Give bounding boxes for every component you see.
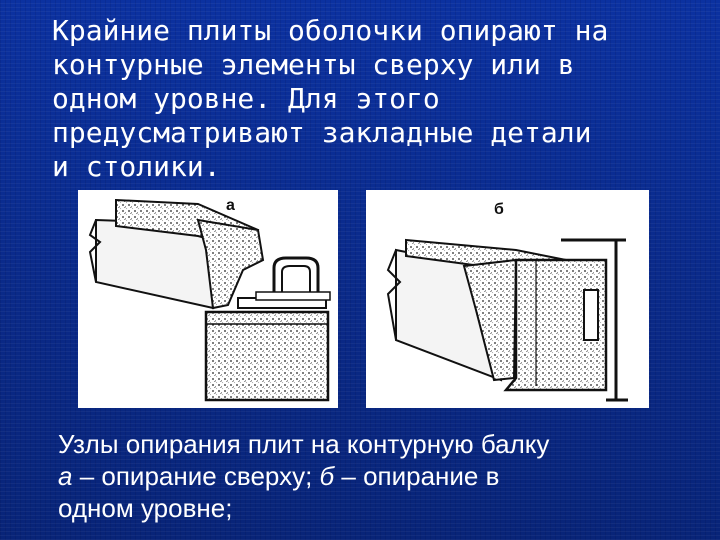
figure-b-label: б <box>494 201 504 218</box>
caption-text-a: – опирание сверху; <box>72 461 320 491</box>
caption-line-1: Узлы опирания плит на контурную балку <box>58 429 550 459</box>
caption-line-3: одном уровне; <box>58 493 233 523</box>
caption-line-2: а – опирание сверху; б – опирание в <box>58 460 708 492</box>
caption-text-b: – опирание в <box>334 461 500 491</box>
figure-a-label: а <box>226 197 235 214</box>
description-line-4: предусматривают закладные детали <box>52 116 592 149</box>
figure-a-support-from-above: а <box>78 190 338 408</box>
caption-letter-a: а <box>58 461 73 491</box>
description-line-3: одном уровне. Для этого <box>52 82 440 115</box>
description-text: Крайние плиты оболочки опирают на контур… <box>52 14 702 184</box>
figure-b-support-same-level: б <box>366 190 649 408</box>
description-line-2: контурные элементы сверху или в <box>52 48 575 81</box>
figure-caption: Узлы опирания плит на контурную балку а … <box>58 428 708 524</box>
caption-letter-b: б <box>319 461 335 491</box>
description-line-5: и столики. <box>52 150 221 183</box>
description-line-1: Крайние плиты оболочки опирают на <box>52 14 609 47</box>
figure-a-drawing: а <box>88 197 331 402</box>
figure-b-drawing: б <box>386 201 628 402</box>
